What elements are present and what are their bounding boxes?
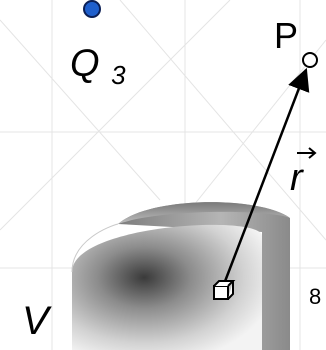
charge-q3-marker — [83, 0, 101, 18]
vector-r-arrow-icon — [297, 147, 317, 159]
volume-element-cube-icon — [213, 280, 236, 300]
volume-label: V — [22, 299, 52, 343]
charge-q3-label: Q 3 — [70, 43, 126, 90]
point-p-marker — [302, 52, 318, 68]
vector-r-label: r — [290, 157, 304, 199]
point-p-label: P — [274, 15, 298, 56]
volume-body — [71, 202, 290, 350]
charge-q3-subscript: 3 — [111, 60, 126, 90]
page-number-fragment: 8 — [309, 284, 321, 309]
position-vector-r — [222, 67, 310, 285]
charge-q3-letter: Q — [70, 43, 100, 85]
